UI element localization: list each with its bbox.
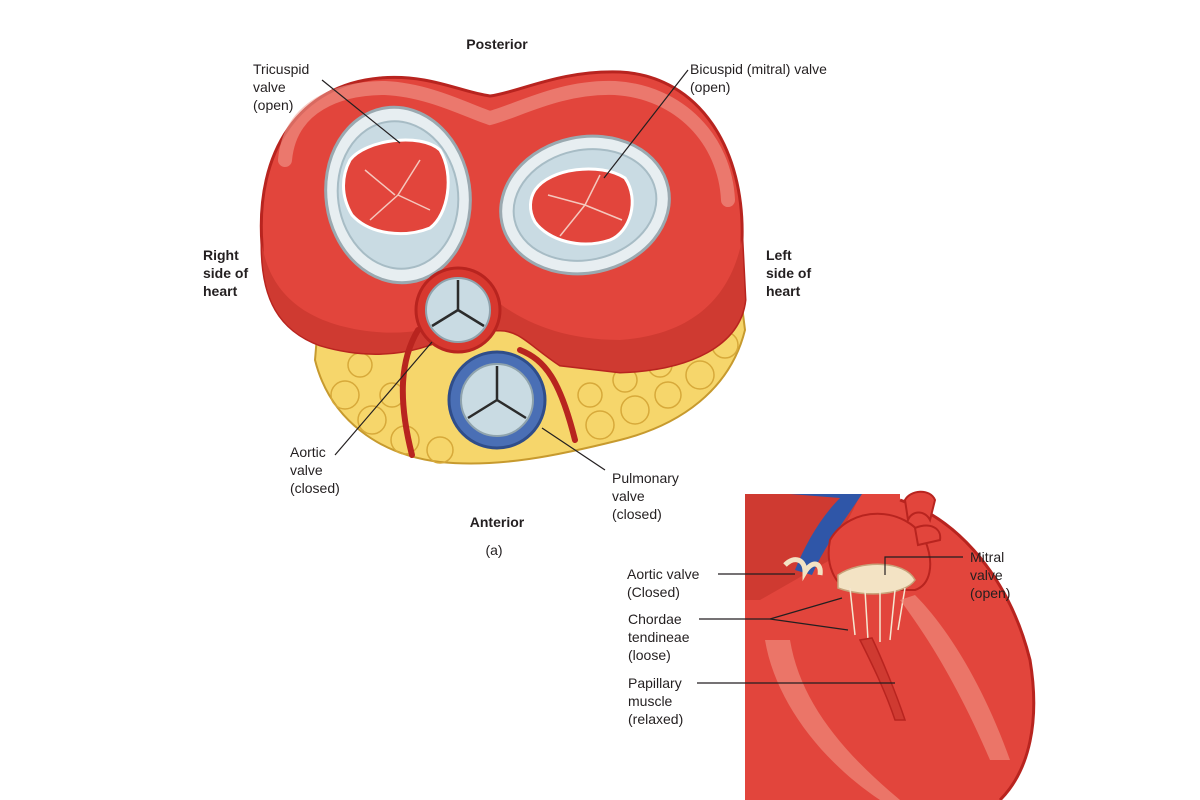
papillary-muscle-label: Papillary muscle (relaxed): [628, 675, 684, 727]
right-side-label: Right side of heart: [203, 247, 249, 299]
tricuspid-valve-label: Tricuspid valve (open): [253, 61, 310, 113]
coronary-arteries: [399, 327, 578, 458]
aortic-valve-label: Aortic valve (closed): [290, 444, 340, 496]
panel-a-caption: (a): [485, 542, 503, 558]
pulmonary-valve-label: Pulmonary valve (closed): [612, 470, 679, 522]
posterior-label: Posterior: [466, 36, 528, 52]
pulmonary-valve: [447, 350, 547, 450]
mitral-valve-label: Mitral valve (open): [970, 549, 1011, 601]
aortic-valve: [414, 266, 502, 354]
tricuspid-valve: [324, 105, 472, 285]
leader-lines-panel-a: [321, 69, 689, 471]
anterior-label: Anterior: [469, 514, 525, 530]
chordae-tendineae-label: Chordae tendineae (loose): [628, 611, 690, 663]
section-illustration: [745, 490, 1045, 800]
bicuspid-valve-label: Bicuspid (mitral) valve (open): [690, 61, 827, 95]
mitral-valve: [499, 134, 671, 276]
panel-b-aortic-valve-label: Aortic valve (Closed): [627, 566, 700, 600]
leader-lines-panel-b: [697, 556, 963, 684]
left-side-label: Left side of heart: [766, 247, 812, 299]
